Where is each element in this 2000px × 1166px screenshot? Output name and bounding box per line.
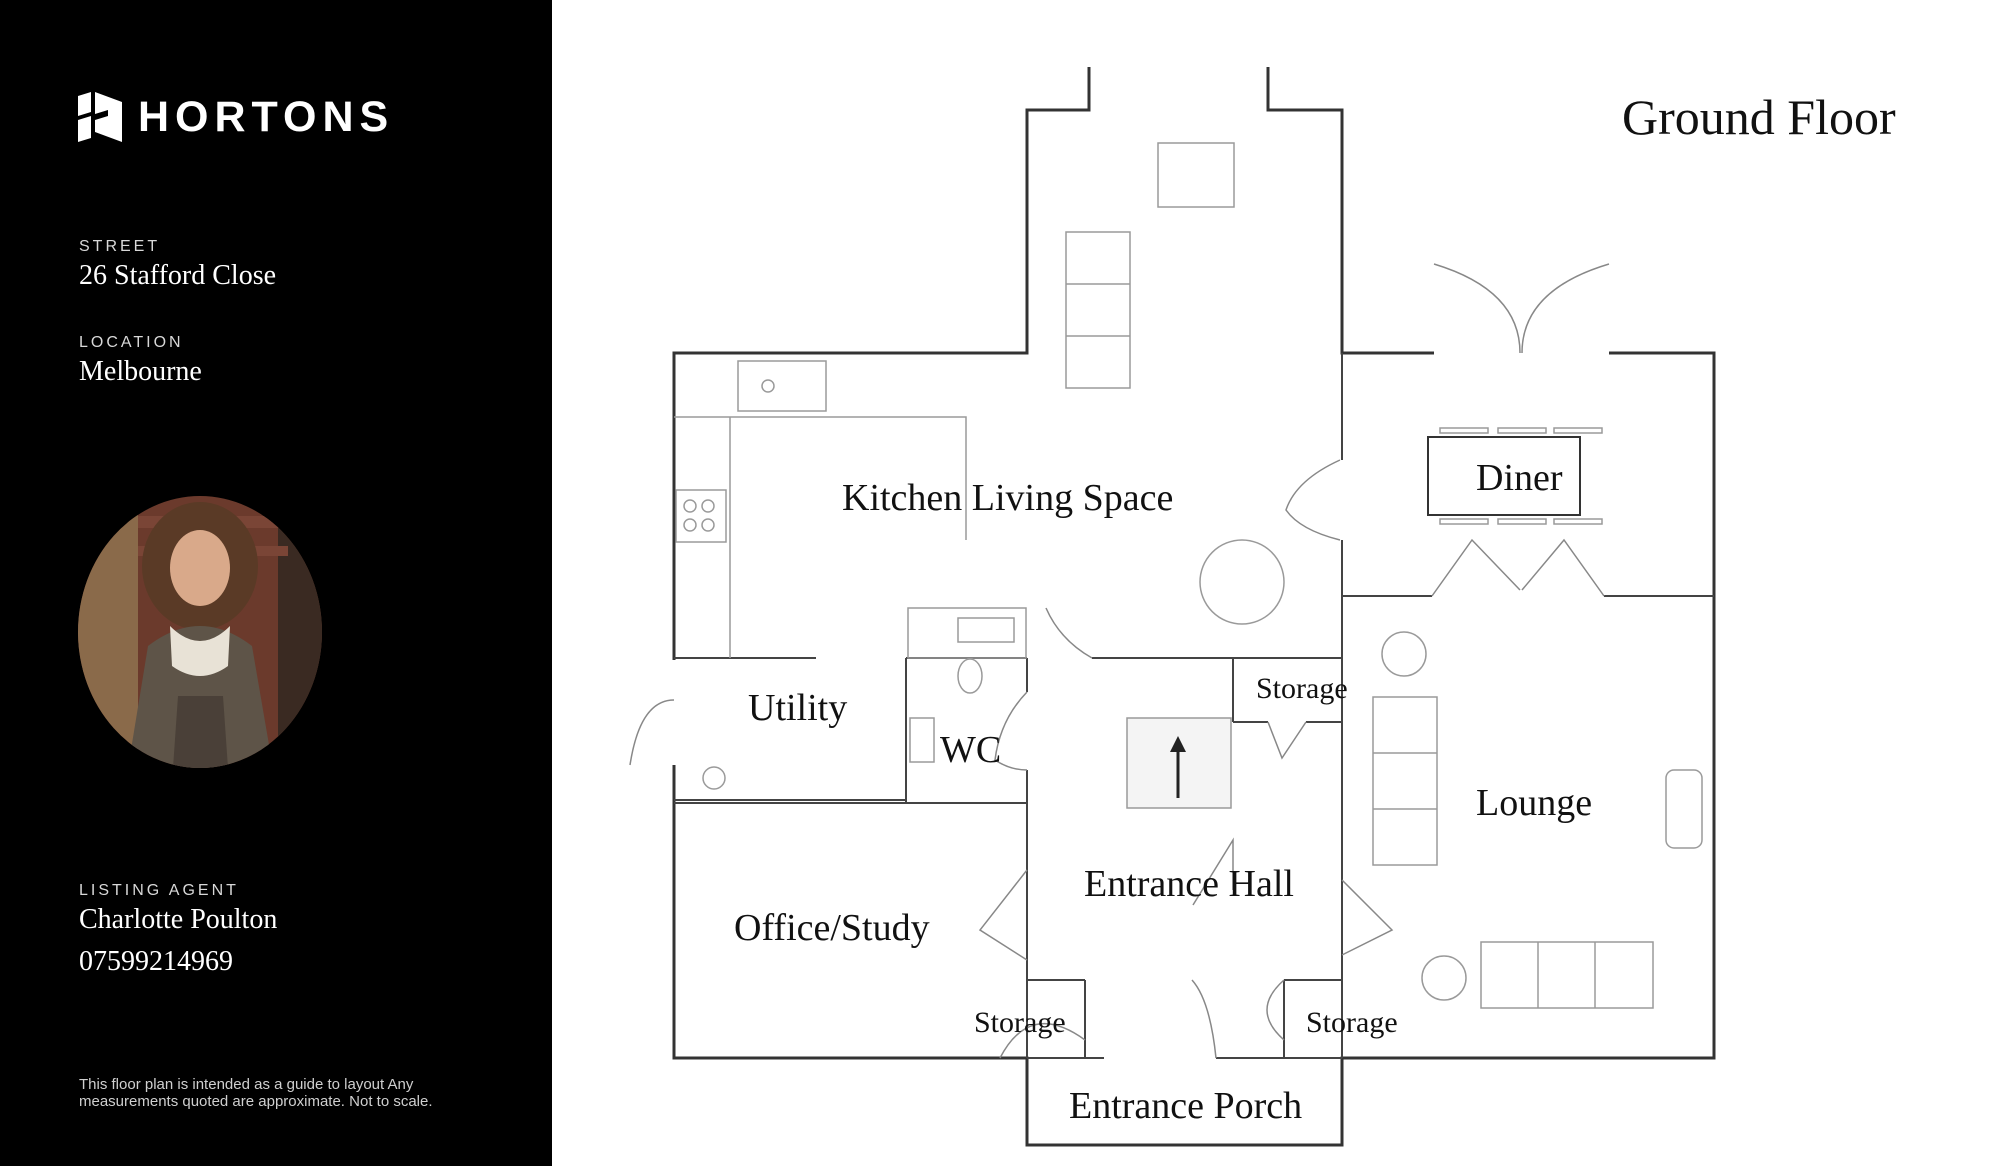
street-label: STREET	[79, 238, 161, 255]
room-storage-left: Storage	[974, 1006, 1066, 1039]
sink-icon	[737, 360, 827, 412]
disclaimer: This floor plan is intended as a guide t…	[79, 1076, 433, 1110]
toilet-icon	[957, 658, 983, 694]
lounge-sofa-2-icon	[1480, 941, 1654, 1009]
basin-icon	[909, 717, 935, 763]
room-utility: Utility	[748, 687, 847, 729]
brand-logo: HORTONS	[78, 92, 394, 142]
room-entrance-porch: Entrance Porch	[1069, 1085, 1302, 1127]
dining-table-icon	[1427, 436, 1581, 516]
room-diner: Diner	[1476, 457, 1563, 499]
room-kitchen: Kitchen Living Space	[842, 477, 1173, 519]
street-value: 26 Stafford Close	[79, 260, 277, 291]
location-value: Melbourne	[79, 356, 202, 387]
lounge-sofa-icon	[1372, 696, 1438, 866]
outer-walls	[672, 67, 1716, 1147]
agent-phone[interactable]: 07599214969	[79, 946, 233, 977]
agent-name: Charlotte Poulton	[79, 904, 278, 935]
room-office: Office/Study	[734, 907, 930, 949]
furniture	[702, 142, 1703, 1009]
room-lounge: Lounge	[1476, 782, 1592, 824]
room-storage-right: Storage	[1306, 1006, 1398, 1039]
room-storage-top: Storage	[1256, 672, 1348, 705]
door-swings	[629, 263, 1610, 1059]
location-label: LOCATION	[79, 334, 184, 351]
room-wc: WC	[940, 729, 1001, 771]
hob-icon	[675, 489, 727, 543]
sofa-icon	[1065, 231, 1131, 389]
logo-mark-icon	[78, 92, 122, 142]
brand-name: HORTONS	[138, 92, 395, 141]
agent-label: LISTING AGENT	[79, 882, 239, 899]
avatar-photo-icon	[78, 496, 322, 768]
kitchen-counters	[674, 360, 1027, 659]
avatar	[78, 496, 322, 768]
round-table-icon	[1199, 539, 1285, 625]
floor-plan: Kitchen Living Space Diner Utility WC St…	[629, 67, 1716, 1147]
sidebar: HORTONS STREET 26 Stafford Close LOCATIO…	[0, 0, 552, 1166]
armchair-icon	[1157, 142, 1235, 208]
interior-walls	[674, 353, 1714, 1059]
room-entrance-hall: Entrance Hall	[1084, 863, 1294, 905]
floor-title: Ground Floor	[1622, 89, 1896, 145]
